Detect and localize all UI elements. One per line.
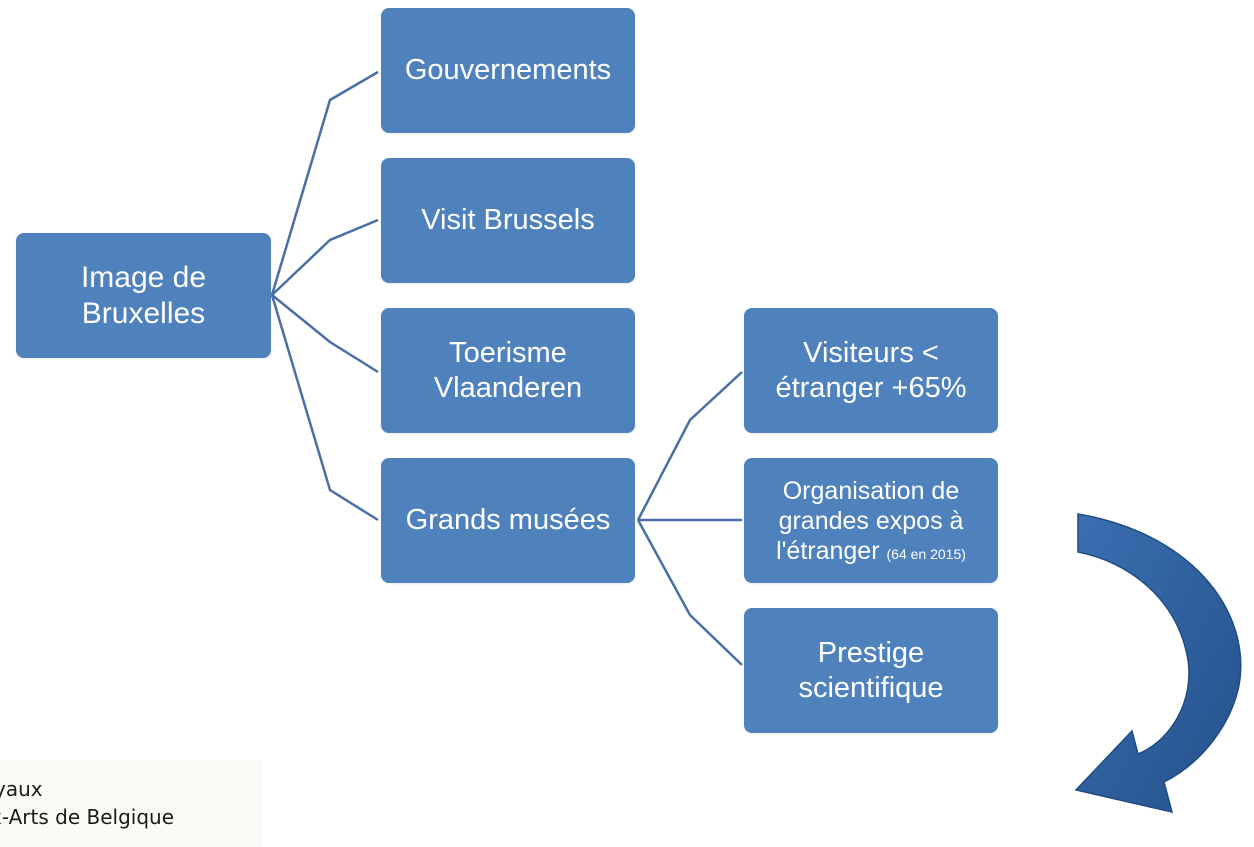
connector-root-toerisme (271, 294, 379, 374)
connector-grands-prestige (636, 519, 743, 666)
node-gouvernements: Gouvernements (381, 8, 635, 133)
node-toerisme-vlaanderen: Toerisme Vlaanderen (381, 308, 635, 433)
node-visiteurs-etranger: Visiteurs < étranger +65% (744, 308, 998, 433)
connector-root-grands-musees (270, 294, 379, 522)
logo-line-1: yaux (0, 777, 43, 801)
node-grands-musees: Grands musées (381, 458, 635, 583)
node-label: Toerisme Vlaanderen (433, 336, 583, 404)
node-image-de-bruxelles: Image de Bruxelles (16, 233, 271, 358)
logo-line-2: x-Arts de Belgique (0, 805, 175, 829)
node-label: Visiteurs < étranger +65% (775, 336, 967, 404)
connector-root-gouvernements (270, 70, 379, 296)
node-label: Organisation de grandes expos à l'étrang… (751, 476, 991, 566)
logo-musees-royaux: yaux x-Arts de Belgique (0, 760, 262, 847)
node-label: Grands musées (405, 504, 611, 537)
node-prestige-scientifique: Prestige scientifique (744, 608, 998, 733)
curved-arrow-shape (1074, 513, 1242, 814)
node-organisation-expos: Organisation de grandes expos à l'étrang… (744, 458, 998, 583)
node-label: Prestige scientifique (798, 636, 944, 704)
node-label-note: (64 en 2015) (886, 545, 966, 562)
connector-grands-visiteurs (636, 371, 743, 521)
node-label: Visit Brussels (421, 204, 595, 237)
node-visit-brussels: Visit Brussels (381, 158, 635, 283)
connector-root-visit-brussels (271, 218, 379, 296)
node-label: Gouvernements (404, 54, 612, 87)
node-label: Image de Bruxelles (80, 260, 207, 330)
node-label-main: Organisation de grandes expos à l'étrang… (776, 476, 964, 565)
